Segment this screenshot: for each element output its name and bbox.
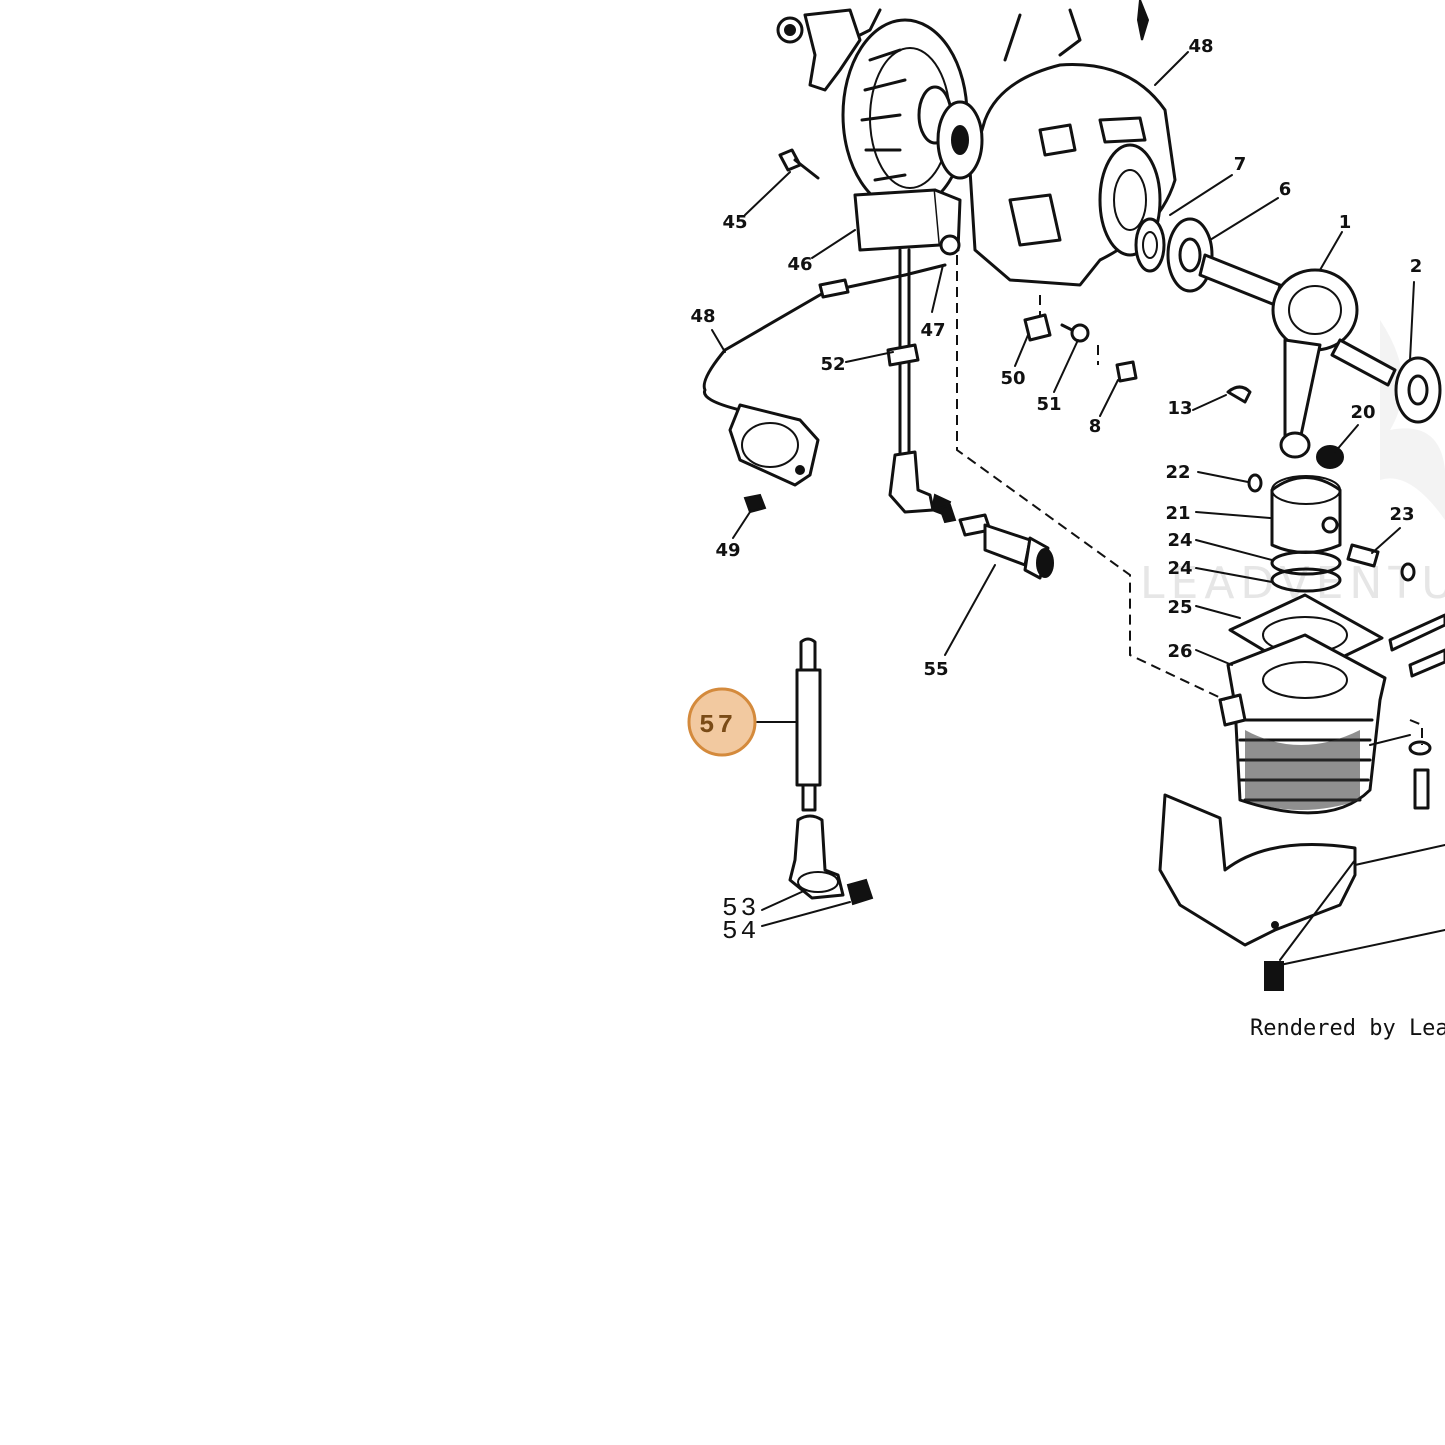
- callout-c6: 6: [1279, 179, 1292, 200]
- callout-c8: 8: [1089, 416, 1102, 437]
- cylinder-shroud-part: [1158, 793, 1357, 947]
- callout-c51: 51: [1036, 394, 1061, 415]
- highlight-57-label[interactable]: 57: [699, 710, 736, 740]
- callout-c52: 52: [820, 354, 845, 375]
- callout-c49: 49: [715, 540, 740, 561]
- piston-pin-part: [1346, 543, 1416, 582]
- nut-49-part: [743, 493, 767, 514]
- flywheel-part: [841, 8, 969, 212]
- needle-bearing-part: [1316, 445, 1344, 469]
- plug-cap-upper-part: [888, 450, 957, 524]
- callout-c48a: 48: [1188, 36, 1213, 57]
- callout-c47: 47: [920, 320, 945, 341]
- callout-c50: 50: [1000, 368, 1025, 389]
- callout-labels: 48 7 6 1 2 45 46 47 48 52 50 51 8 13 20 22 21 23 24 24 25 26 4…: [690, 36, 1422, 680]
- stop-switch-wire-part: [702, 263, 947, 412]
- ht-lead-part: [886, 248, 920, 462]
- cylinder-part: [1218, 633, 1387, 815]
- callout-c1: 1: [1339, 212, 1352, 233]
- screw-51-part: [1060, 323, 1090, 343]
- callout-c7: 7: [1234, 154, 1247, 175]
- callout-53: 53: [722, 893, 759, 923]
- callout-54: 54: [722, 916, 759, 946]
- crankshaft-part: [1198, 253, 1397, 459]
- callout-c20: 20: [1350, 402, 1375, 423]
- callout-c24a: 24: [1167, 530, 1192, 551]
- bearing-7-part: [1134, 217, 1166, 273]
- woodruff-key-part: [1226, 385, 1252, 404]
- stud-right-part: [1388, 613, 1445, 810]
- spark-plug-part: [958, 513, 1054, 580]
- plug-cap-lower-part: [788, 814, 845, 900]
- tube-57-part: [795, 637, 822, 812]
- callout-c55: 55: [923, 659, 948, 680]
- shroud-bolt-part: [1264, 961, 1284, 991]
- stop-switch-plate-part: [728, 403, 820, 487]
- callout-c45: 45: [722, 212, 747, 233]
- callout-c24b: 24: [1167, 558, 1192, 579]
- ignition-coil-part: [853, 188, 962, 256]
- highlight-57-callout[interactable]: 57: [687, 687, 757, 757]
- piston-ring-lower-part: [1270, 567, 1342, 593]
- callout-c22: 22: [1165, 462, 1190, 483]
- callout-c46: 46: [787, 254, 812, 275]
- pin-50-part: [1023, 313, 1052, 342]
- assembly-guide-lines: [956, 255, 1423, 745]
- callout-c13: 13: [1167, 398, 1192, 419]
- piston-ring-upper-part: [1270, 550, 1342, 576]
- dowel-8-part: [1115, 360, 1138, 383]
- callout-c48b: 48: [690, 306, 715, 327]
- nut-54-part: [846, 878, 874, 906]
- callout-c2: 2: [1410, 256, 1423, 277]
- leader-lines: [711, 51, 1445, 966]
- clip-22-part: [1247, 473, 1263, 493]
- callout-c23: 23: [1389, 504, 1414, 525]
- callout-c25: 25: [1167, 597, 1192, 618]
- piston-part: [1270, 475, 1342, 554]
- bolt-45-part: [778, 148, 820, 180]
- callout-c26: 26: [1167, 641, 1192, 662]
- bearing-2-part: [1394, 356, 1442, 424]
- callout-c21: 21: [1165, 503, 1190, 524]
- rocker-arm-part: [776, 8, 862, 92]
- rendered-by-text: Rendered by LeadVe: [1250, 1016, 1445, 1041]
- highlight-circle[interactable]: [687, 687, 757, 757]
